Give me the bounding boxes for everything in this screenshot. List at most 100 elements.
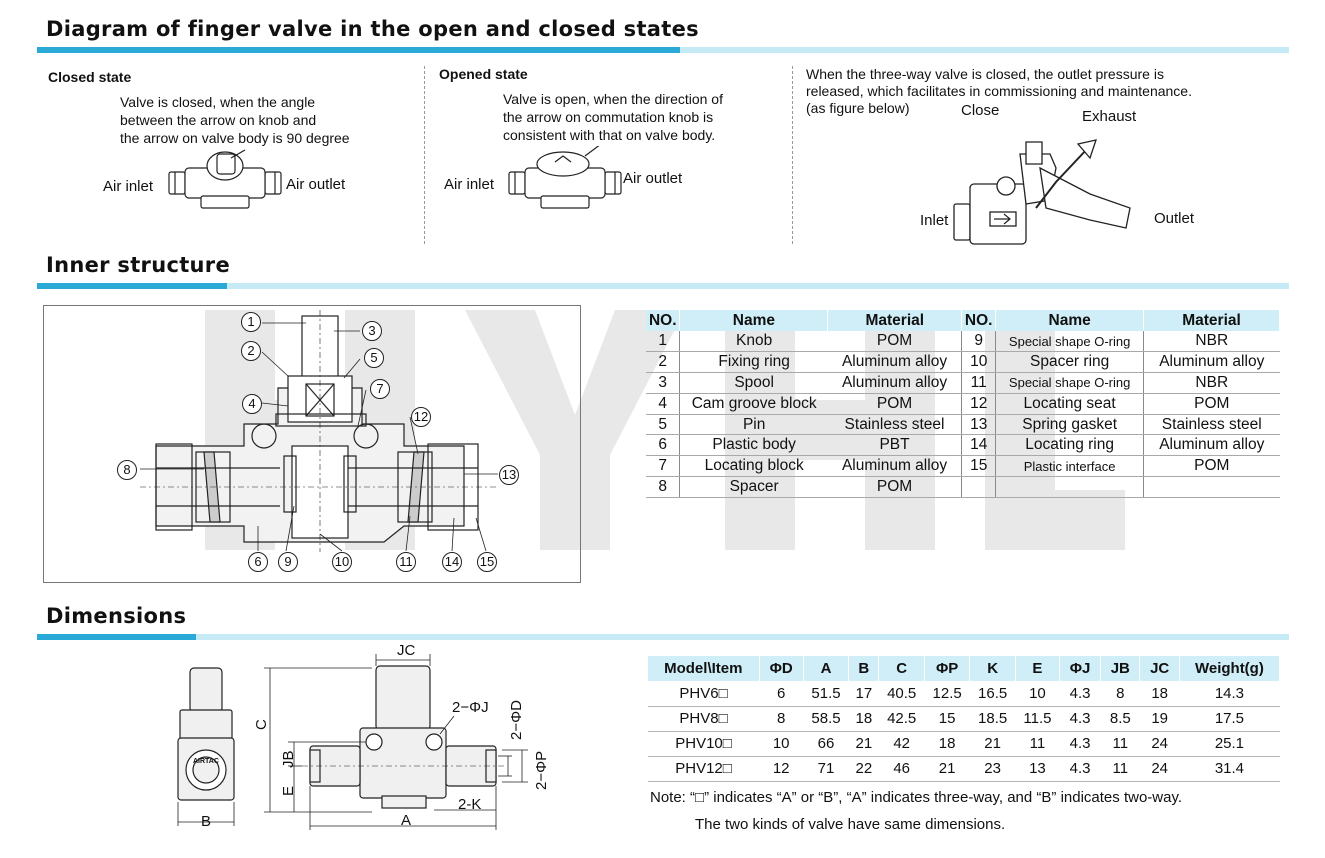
dim-value-cell: 6 bbox=[759, 681, 804, 707]
part-name: Spring gasket bbox=[995, 414, 1144, 436]
model-cell: PHV12□ bbox=[648, 756, 760, 782]
inlet-label: Inlet bbox=[920, 212, 949, 229]
part-material: Aluminum alloy bbox=[1143, 351, 1280, 374]
dim-label-2k: 2-K bbox=[458, 796, 482, 813]
dim-value-cell: 4.3 bbox=[1059, 731, 1101, 757]
part-name: Plastic interface bbox=[995, 455, 1144, 478]
dim-value-cell: 4.3 bbox=[1059, 756, 1101, 782]
callout-7: 7 bbox=[370, 379, 390, 399]
parts-table-header: NO. Name Material NO. Name Material bbox=[646, 310, 1280, 331]
column-divider bbox=[792, 66, 793, 244]
part-name: Spacer bbox=[679, 476, 828, 498]
brand-mark: AIRTAC bbox=[193, 758, 219, 765]
dim-header-cell: JB bbox=[1100, 656, 1141, 681]
section-divider bbox=[37, 634, 1289, 640]
closed-state-description: Valve is closed, when the angle between … bbox=[120, 94, 350, 146]
part-material: POM bbox=[827, 393, 962, 415]
header-material: Material bbox=[1143, 310, 1280, 331]
dim-value-cell: 4.3 bbox=[1059, 681, 1101, 707]
callout-15: 15 bbox=[477, 552, 497, 572]
dim-value-cell: 8 bbox=[1100, 681, 1140, 707]
dim-label-b: B bbox=[201, 813, 212, 830]
callout-10: 10 bbox=[332, 552, 352, 572]
opened-air-outlet-label: Air outlet bbox=[623, 170, 683, 187]
part-name: Pin bbox=[679, 414, 828, 436]
part-material: Aluminum alloy bbox=[827, 372, 962, 394]
exhaust-label: Exhaust bbox=[1082, 108, 1137, 125]
part-material: POM bbox=[827, 476, 962, 498]
dim-label-c: C bbox=[253, 719, 270, 730]
part-material: NBR bbox=[1143, 372, 1280, 394]
dim-value-cell: 11 bbox=[1015, 731, 1060, 757]
dim-value-cell: 16.5 bbox=[969, 681, 1016, 707]
dim-label-jb: JB bbox=[280, 750, 297, 768]
dim-value-cell: 66 bbox=[803, 731, 849, 757]
part-no: 13 bbox=[961, 414, 996, 436]
closed-state-title: Closed state bbox=[48, 69, 132, 85]
dim-value-cell: 10 bbox=[1015, 681, 1060, 707]
header-name: Name bbox=[995, 310, 1145, 331]
callout-2: 2 bbox=[241, 341, 261, 361]
dim-header-cell: ΦD bbox=[759, 656, 804, 681]
dim-value-cell: 12.5 bbox=[924, 681, 970, 707]
header-name: Name bbox=[679, 310, 829, 331]
dim-value-cell: 25.1 bbox=[1179, 731, 1280, 757]
column-divider bbox=[424, 66, 425, 244]
part-material: NBR bbox=[1143, 331, 1280, 353]
dim-value-cell: 17.5 bbox=[1179, 706, 1280, 732]
part-no: 3 bbox=[646, 372, 680, 394]
part-material: Aluminum alloy bbox=[1143, 434, 1280, 457]
section-title-dimensions: Dimensions bbox=[46, 604, 187, 628]
callout-3: 3 bbox=[362, 321, 382, 341]
note-line-1: Note: “□” indicates “A” or “B”, “A” indi… bbox=[650, 789, 1183, 806]
dim-label-e: E bbox=[280, 785, 297, 796]
closed-air-inlet-label: Air inlet bbox=[103, 178, 154, 195]
model-cell: PHV8□ bbox=[648, 706, 760, 732]
dim-value-cell: 46 bbox=[878, 756, 925, 782]
part-no: 2 bbox=[646, 351, 680, 374]
dim-value-cell: 10 bbox=[759, 731, 804, 757]
part-material: Aluminum alloy bbox=[827, 351, 962, 374]
part-no: 15 bbox=[961, 455, 996, 478]
dim-value-cell: 21 bbox=[924, 756, 970, 782]
inner-structure-drawing bbox=[140, 310, 498, 552]
callout-11: 11 bbox=[396, 552, 416, 572]
dim-header-cell: JC bbox=[1139, 656, 1180, 681]
dim-header-cell: E bbox=[1015, 656, 1061, 681]
header-no: NO. bbox=[646, 310, 681, 331]
part-material: Aluminum alloy bbox=[827, 455, 962, 478]
callout-5: 5 bbox=[364, 348, 384, 368]
dimension-front-view bbox=[264, 654, 528, 830]
opened-valve-illustration bbox=[508, 146, 622, 209]
dim-value-cell: 21 bbox=[848, 731, 879, 757]
dim-value-cell: 13 bbox=[1015, 756, 1060, 782]
dim-header-cell: A bbox=[803, 656, 850, 681]
three-way-valve-illustration bbox=[953, 139, 1131, 245]
callout-6: 6 bbox=[248, 552, 268, 572]
part-name: Spacer ring bbox=[995, 351, 1144, 374]
part-no: 4 bbox=[646, 393, 680, 415]
dim-value-cell: 31.4 bbox=[1179, 756, 1280, 782]
inner-structure-frame bbox=[43, 305, 581, 583]
opened-state-title: Opened state bbox=[439, 66, 528, 82]
part-name bbox=[995, 476, 1144, 498]
part-no: 9 bbox=[961, 331, 996, 353]
callout-4: 4 bbox=[242, 394, 262, 414]
part-name: Special shape O-ring bbox=[995, 331, 1144, 353]
close-label: Close bbox=[961, 102, 1000, 119]
dim-value-cell: 11 bbox=[1100, 731, 1140, 757]
dim-value-cell: 4.3 bbox=[1059, 706, 1101, 732]
three-way-description: When the three-way valve is closed, the … bbox=[806, 66, 1192, 116]
dim-value-cell: 18.5 bbox=[969, 706, 1016, 732]
dim-value-cell: 11.5 bbox=[1015, 706, 1060, 732]
dim-label-2p: 2−ΦP bbox=[533, 750, 550, 790]
model-cell: PHV10□ bbox=[648, 731, 760, 757]
